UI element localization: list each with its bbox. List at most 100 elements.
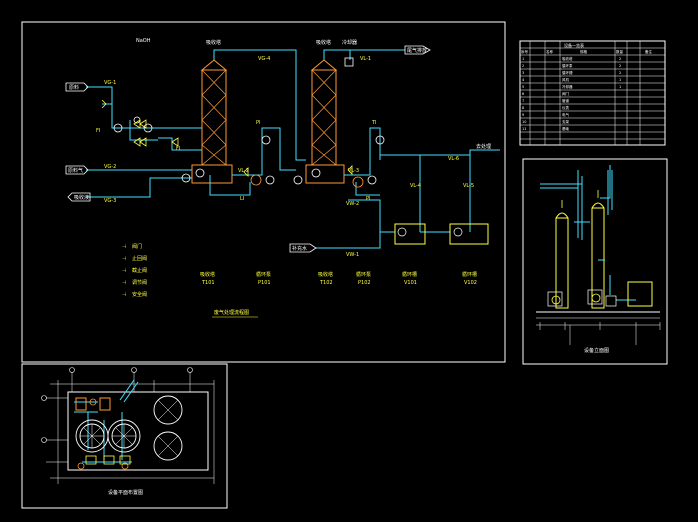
svg-text:吸收液: 吸收液: [74, 194, 89, 201]
legend-label: 止回阀: [132, 255, 147, 262]
svg-text:PI: PI: [256, 120, 261, 126]
svg-text:11: 11: [522, 127, 526, 131]
svg-text:名称: 名称: [546, 49, 554, 54]
plan-fans: [75, 397, 129, 470]
svg-text:V101: V101: [404, 280, 417, 286]
svg-text:吸收塔: 吸收塔: [318, 271, 333, 278]
elevation-tower-2[interactable]: [591, 190, 605, 309]
plan-pumps: [85, 455, 131, 465]
elevation-pumps: [547, 289, 617, 307]
stream-tag-right-outlet: 去处理: [476, 143, 491, 150]
parts-table-frame: [519, 40, 666, 146]
instrument-bubble[interactable]: [265, 175, 275, 185]
stream-tag-top-left-inlet[interactable]: 原料: [65, 82, 89, 92]
svg-text:补充水: 补充水: [292, 245, 307, 252]
svg-text:冷却器: 冷却器: [562, 84, 573, 89]
valves: [101, 99, 353, 177]
stream-tags: 原料 原料气 吸收液 尾气排放 补充水 去处理 NaOH: [65, 38, 491, 253]
plan-tank-2[interactable]: [153, 431, 183, 461]
svg-text:阀门: 阀门: [562, 91, 570, 96]
instrument-bubble[interactable]: [181, 173, 191, 183]
plan-building-outline: [67, 391, 209, 471]
svg-text:循环泵: 循环泵: [562, 63, 573, 68]
svg-text:2: 2: [522, 64, 524, 68]
svg-text:T101: T101: [201, 280, 215, 286]
svg-text:VL-6: VL-6: [448, 156, 459, 162]
legend-symbol: ⊣: [122, 244, 126, 250]
svg-text:原料气: 原料气: [68, 167, 83, 174]
svg-text:仪表: 仪表: [562, 105, 570, 110]
svg-text:风机: 风机: [562, 77, 570, 82]
plan-tower-2[interactable]: [107, 419, 141, 453]
svg-text:序号: 序号: [521, 49, 529, 54]
elevation-ducting: [540, 165, 636, 301]
svg-text:10: 10: [522, 120, 526, 124]
circulation-tank-2[interactable]: [449, 223, 489, 245]
plan-frame: [21, 363, 228, 509]
stream-tag-left-inlet-mid[interactable]: 原料气: [65, 165, 89, 175]
plan-tank-1[interactable]: [153, 395, 183, 425]
plan-title: 设备平面布置图: [108, 489, 143, 496]
equipment-callouts: 吸收塔 T101 循环泵 P101 吸收塔 T102 循环泵 P102 循环槽 …: [200, 271, 477, 286]
svg-text:2: 2: [619, 64, 621, 68]
legend-label: 安全阀: [132, 291, 147, 298]
svg-text:VL-1: VL-1: [360, 56, 371, 62]
parts-table-header: 序号 名称 规格 数量 备注: [521, 49, 653, 54]
svg-text:循环槽: 循环槽: [562, 70, 573, 75]
main-flow-frame: [21, 21, 506, 363]
plan-towers: [75, 395, 183, 461]
elevation-frame: [522, 158, 668, 365]
instrument-bubble[interactable]: [367, 175, 377, 185]
svg-text:P101: P101: [258, 280, 271, 286]
plan-pump-1[interactable]: [85, 455, 97, 465]
instrument-bubble[interactable]: [311, 168, 321, 178]
plan-pump-3[interactable]: [119, 455, 131, 465]
stream-tag-left-outlet[interactable]: 吸收液: [67, 192, 91, 202]
instrument-bubble[interactable]: [375, 135, 385, 145]
svg-text:1: 1: [619, 78, 621, 82]
plan-grid-bubbles: [41, 367, 193, 443]
legend-label: 调节阀: [132, 279, 147, 286]
circulation-tank-1[interactable]: [394, 223, 426, 245]
svg-text:7: 7: [522, 99, 524, 103]
svg-text:尾气排放: 尾气排放: [407, 47, 427, 54]
plan-fan-1[interactable]: [75, 397, 87, 411]
instrument-bubble[interactable]: [113, 123, 123, 133]
parts-table-panel: 设备一览表 序号 名称 规格 数量 备注 1 吸收塔 2 2 循环泵 2 3 循…: [519, 40, 666, 146]
svg-text:VW-1: VW-1: [346, 252, 359, 258]
elevation-panel: 设备立面图: [522, 158, 668, 365]
instrument-bubble[interactable]: [261, 135, 271, 145]
plan-pump-2[interactable]: [103, 455, 115, 465]
instrument-bubble[interactable]: [293, 175, 303, 185]
pump-p102-icon[interactable]: [352, 176, 364, 188]
svg-text:VG-2: VG-2: [104, 164, 116, 170]
instrument-bubble[interactable]: [143, 123, 153, 133]
legend-symbol: ⊣: [122, 292, 126, 298]
plan-fan-2[interactable]: [99, 397, 111, 411]
instrument-bubble[interactable]: [195, 168, 205, 178]
cooler-symbol[interactable]: [344, 57, 354, 67]
svg-text:5: 5: [522, 85, 524, 89]
pump-p101-icon[interactable]: [250, 174, 262, 186]
svg-text:T102: T102: [319, 280, 333, 286]
svg-text:VL-2: VL-2: [238, 168, 249, 174]
svg-text:P102: P102: [358, 280, 371, 286]
tower2-top-tag: 吸收塔: [316, 39, 331, 46]
svg-text:VG-3: VG-3: [104, 198, 116, 204]
elevation-tank[interactable]: [627, 281, 653, 307]
process-piping: [86, 49, 500, 249]
parts-table-grid: [520, 41, 665, 145]
svg-text:原料: 原料: [69, 84, 79, 91]
svg-text:VG-4: VG-4: [258, 56, 270, 62]
svg-text:吸收塔: 吸收塔: [200, 271, 215, 278]
svg-text:2: 2: [619, 71, 621, 75]
absorber-tower-2[interactable]: [305, 59, 345, 184]
elevation-tower-1[interactable]: [555, 200, 569, 309]
svg-text:吸收塔: 吸收塔: [562, 56, 573, 61]
legend-label: 截止阀: [132, 267, 147, 274]
elevation-title: 设备立面图: [584, 347, 609, 354]
absorber-tower-1[interactable]: [191, 59, 233, 184]
stream-tag-bottom-inlet[interactable]: 补充水: [289, 243, 317, 253]
svg-text:VL-3: VL-3: [348, 168, 359, 174]
stream-tag-top-right-outlet[interactable]: 尾气排放: [404, 45, 431, 55]
